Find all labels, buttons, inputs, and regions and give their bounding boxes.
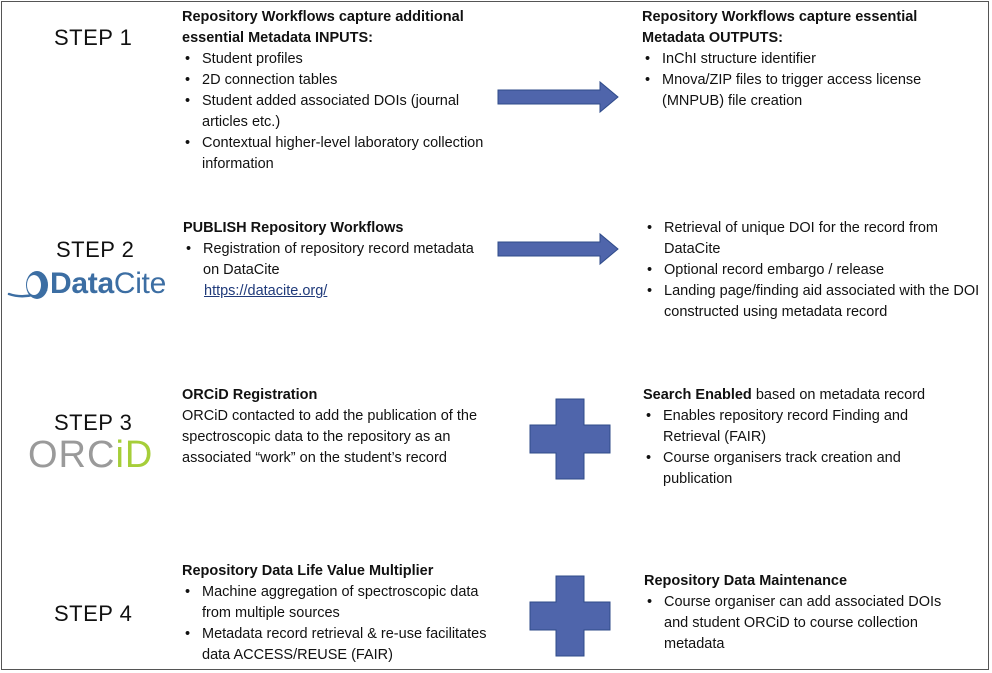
step-1-outputs-list: InChI structure identifier Mnova/ZIP fil… (642, 49, 972, 112)
orcid-wordmark-id: iD (115, 434, 154, 476)
list-item: Landing page/finding aid associated with… (644, 281, 989, 323)
list-item: InChI structure identifier (642, 49, 972, 70)
step-2-publish-title: PUBLISH Repository Workflows (183, 220, 404, 236)
plus-icon (529, 398, 611, 480)
step-2-label: STEP 2 (56, 237, 135, 262)
step-1-inputs-list: Student profiles 2D connection tables St… (182, 49, 492, 175)
datacite-link[interactable]: https://datacite.org/ (204, 283, 328, 299)
step-4-maintenance: Repository Data Maintenance Course organ… (644, 571, 964, 655)
list-item: 2D connection tables (182, 70, 492, 91)
datacite-wordmark-cite: Cite (113, 267, 166, 300)
step-3-orcid: ORCiD Registration ORCiD contacted to ad… (182, 385, 492, 469)
step-4-label: STEP 4 (54, 601, 133, 626)
arrow-right-icon (497, 80, 619, 114)
datacite-logo: DataCite (6, 266, 181, 306)
step-3-label: STEP 3 (54, 410, 133, 435)
step-1-outputs: Repository Workflows capture essential M… (642, 7, 972, 112)
datacite-swoosh-icon (7, 271, 48, 299)
step-3-search: Search Enabled based on metadata record … (643, 385, 963, 490)
list-item: Metadata record retrieval & re-use facil… (182, 624, 492, 666)
list-item: Contextual higher-level laboratory colle… (182, 133, 492, 175)
step-2-outcomes-list: Retrieval of unique DOI for the record f… (644, 218, 989, 323)
step-1-outputs-title: Repository Workflows capture essential M… (642, 9, 918, 46)
step-1-label: STEP 1 (54, 25, 133, 50)
list-item: Retrieval of unique DOI for the record f… (644, 218, 989, 260)
orcid-wordmark-orc: ORC (28, 434, 116, 476)
step-4-multiplier-title: Repository Data Life Value Multiplier (182, 563, 434, 579)
list-item: Student added associated DOIs (journal a… (182, 91, 492, 133)
orcid-logo: ORCiD (28, 434, 153, 477)
arrow-right-icon (497, 232, 619, 266)
step-3-orcid-text: ORCiD contacted to add the publication o… (182, 408, 478, 466)
list-item: Student profiles (182, 49, 492, 70)
step-4-multiplier: Repository Data Life Value Multiplier Ma… (182, 561, 492, 666)
datacite-wordmark-data: Data (50, 267, 114, 300)
list-item: Machine aggregation of spectroscopic dat… (182, 582, 492, 624)
step-2-publish-list: Registration of repository record metada… (183, 239, 483, 281)
datacite-wordmark: DataCite (50, 267, 166, 301)
step-4-maintenance-title: Repository Data Maintenance (644, 573, 848, 589)
list-item: Course organisers track creation and pub… (643, 448, 963, 490)
list-item: Enables repository record Finding and Re… (643, 406, 963, 448)
step-3-orcid-title: ORCiD Registration (182, 387, 318, 403)
step-4-multiplier-list: Machine aggregation of spectroscopic dat… (182, 582, 492, 666)
list-item: Registration of repository record metada… (183, 239, 483, 281)
step-3-search-title: Search Enabled (643, 387, 752, 403)
plus-icon (529, 575, 611, 657)
step-3-search-list: Enables repository record Finding and Re… (643, 406, 963, 490)
step-2-publish: PUBLISH Repository Workflows Registratio… (183, 218, 483, 302)
list-item: Mnova/ZIP files to trigger access licens… (642, 70, 972, 112)
step-4-maintenance-list: Course organiser can add associated DOIs… (644, 592, 964, 655)
step-3-search-subtitle: based on metadata record (751, 387, 926, 403)
list-item: Course organiser can add associated DOIs… (644, 592, 964, 655)
step-1-inputs: Repository Workflows capture additional … (182, 7, 492, 175)
list-item: Optional record embargo / release (644, 260, 989, 281)
step-2-outcomes: Retrieval of unique DOI for the record f… (644, 218, 989, 323)
step-1-inputs-title: Repository Workflows capture additional … (182, 9, 464, 46)
